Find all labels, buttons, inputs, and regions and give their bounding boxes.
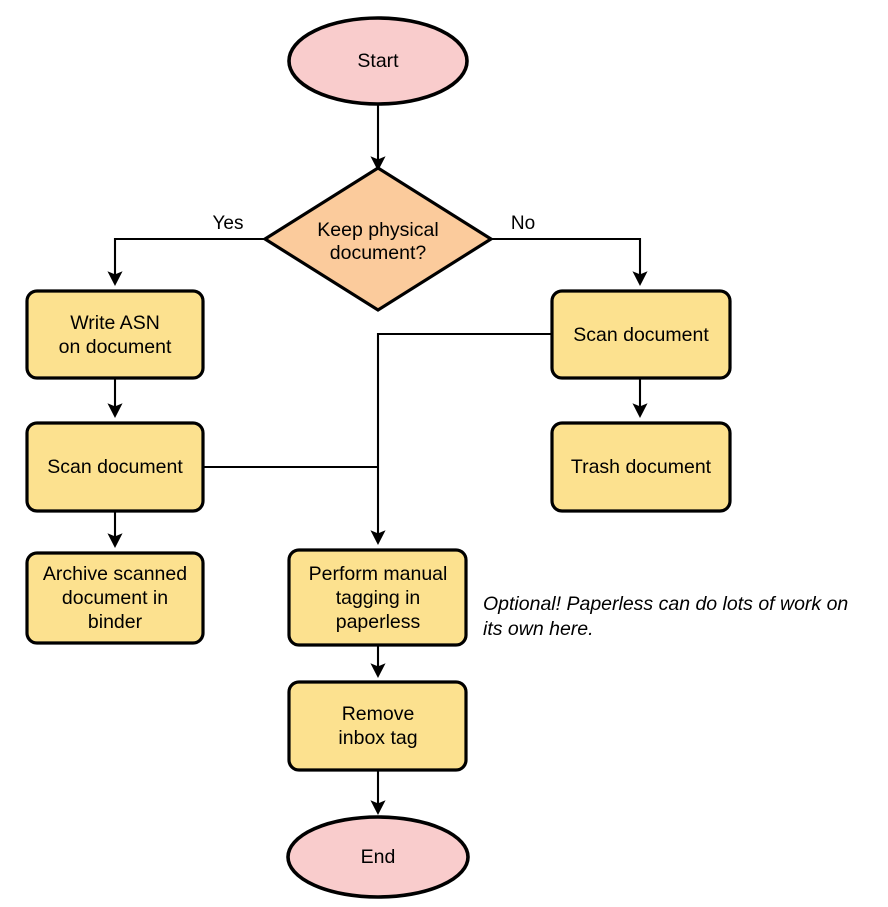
node-start[interactable]: Start xyxy=(287,16,469,106)
end-ellipse xyxy=(286,815,470,899)
archive-label-line2: document in xyxy=(62,587,168,609)
decision-diamond xyxy=(261,166,495,312)
node-archive-scanned-document[interactable]: Archive scanned document in binder xyxy=(25,551,205,645)
node-end[interactable]: End xyxy=(286,815,470,899)
node-scan-document-left[interactable]: Scan document xyxy=(25,421,205,513)
optional-note-line2: its own here. xyxy=(483,618,594,640)
node-scan-document-right[interactable]: Scan document xyxy=(550,289,732,380)
tagging-label-line2: tagging in xyxy=(336,587,421,609)
edge-decision-no-to-scan-right xyxy=(491,237,648,286)
end-label: End xyxy=(361,846,396,868)
node-decision-keep-physical-document[interactable]: Keep physical document? xyxy=(261,166,495,312)
scan-left-box xyxy=(25,421,205,513)
tagging-label-line1: Perform manual xyxy=(309,563,448,585)
archive-label-line1: Archive scanned xyxy=(43,563,187,585)
start-ellipse xyxy=(287,16,469,106)
node-trash-document[interactable]: Trash document xyxy=(550,421,732,513)
write-asn-label-line2: on document xyxy=(59,336,172,358)
remove-inbox-box xyxy=(287,680,468,772)
tagging-label-line3: paperless xyxy=(336,611,421,633)
remove-inbox-label-line1: Remove xyxy=(342,703,415,725)
tagging-box xyxy=(287,548,468,647)
edge-decision-yes-to-write-asn xyxy=(107,237,265,286)
write-asn-box xyxy=(25,289,205,380)
trash-box xyxy=(550,421,732,513)
optional-note-line1: Optional! Paperless can do lots of work … xyxy=(483,593,848,615)
scan-left-label: Scan document xyxy=(47,456,183,478)
write-asn-label-line1: Write ASN xyxy=(70,312,160,334)
node-perform-manual-tagging[interactable]: Perform manual tagging in paperless xyxy=(287,548,468,647)
edge-label-yes: Yes xyxy=(213,213,244,234)
edge-scan-right-to-tagging xyxy=(370,332,552,545)
edge-label-no: No xyxy=(511,213,535,234)
node-write-asn[interactable]: Write ASN on document xyxy=(25,289,205,380)
start-label: Start xyxy=(357,50,399,72)
trash-label: Trash document xyxy=(571,456,712,478)
node-remove-inbox-tag[interactable]: Remove inbox tag xyxy=(287,680,468,772)
archive-label-line3: binder xyxy=(88,611,143,633)
decision-label-line2: document? xyxy=(330,242,427,264)
archive-box xyxy=(25,551,205,645)
decision-label-line1: Keep physical xyxy=(317,219,438,241)
scan-right-box xyxy=(550,289,732,380)
scan-right-label: Scan document xyxy=(573,324,709,346)
remove-inbox-label-line2: inbox tag xyxy=(338,727,417,749)
